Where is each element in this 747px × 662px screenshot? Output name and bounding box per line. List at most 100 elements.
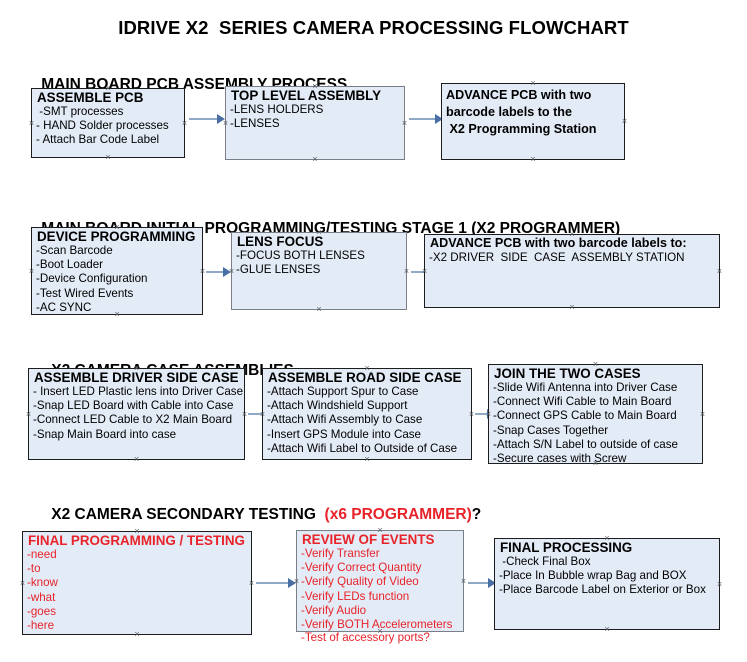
resize-handle-left[interactable] [293,578,300,585]
connector-shaft [468,582,489,584]
box-line: -what [27,590,56,604]
box-title: DEVICE PROGRAMMING [37,229,196,244]
box-line: -Scan Barcode [36,244,113,257]
box-overflow-line: -Test of accessory ports? [301,630,430,644]
resize-handle-bottom[interactable] [530,156,537,163]
box-line: -AC SYNC [36,300,92,314]
resize-handle-right[interactable] [621,118,628,125]
resize-handle-left[interactable] [19,580,26,587]
resize-handle-right[interactable] [199,268,206,275]
resize-handle-right[interactable] [460,578,467,585]
resize-handle-left[interactable] [259,411,266,418]
resize-handle-bottom[interactable] [364,456,371,463]
resize-handle-top[interactable] [364,365,371,372]
box-assemble-driver-side-case[interactable]: ASSEMBLE DRIVER SIDE CASE - Insert LED P… [28,368,245,460]
resize-handle-left[interactable] [25,411,32,418]
box-line: -Device Configuration [36,272,148,286]
box-review-of-events[interactable]: REVIEW OF EVENTS -Verify Transfer -Verif… [293,527,467,644]
resize-handle-bottom[interactable] [114,311,121,318]
box-body: -need -to -know -what -goes -here [23,548,251,633]
box-title: LENS FOCUS [237,234,324,249]
box-line: - Attach Bar Code Label [36,133,160,147]
resize-handle-bottom[interactable] [133,456,140,463]
resize-handle-left[interactable] [28,120,35,127]
resize-handle-bottom[interactable] [312,156,319,163]
box-top-level-assembly[interactable]: TOP LEVEL ASSEMBLY -LENS HOLDERS -LENSES [225,86,405,160]
section-heading-x2-camera-secondary-testing: X2 CAMERA SECONDARY TESTING (x6 PROGRAMM… [34,488,481,542]
resize-handle-right[interactable] [401,120,408,127]
box-line: ADVANCE PCB with two [446,88,592,102]
connector-shaft [256,582,289,584]
box-line: -Verify Correct Quantity [301,561,422,575]
resize-handle-left[interactable] [222,120,229,127]
resize-handle-bottom[interactable] [569,304,576,311]
resize-handle-left[interactable] [485,411,492,418]
resize-handle-bottom[interactable] [604,626,611,633]
resize-handle-bottom[interactable] [316,306,323,313]
box-join-the-two-cases[interactable]: JOIN THE TWO CASES -Slide Wifi Antenna i… [485,361,706,467]
resize-handle-top[interactable] [316,229,323,236]
box-final-programming-testing[interactable]: FINAL PROGRAMMING / TESTING -need -to -k… [22,531,252,635]
resize-handle-left[interactable] [28,268,35,275]
resize-handle-top[interactable] [105,85,112,92]
box-line: -Verify Quality of Video [301,575,419,589]
box-line: -FOCUS BOTH LENSES [236,249,365,262]
resize-handle-bottom[interactable] [377,628,384,635]
resize-handle-bottom[interactable] [592,460,599,467]
box-body: - Insert LED Plastic lens into Driver Ca… [29,385,244,442]
resize-handle-top[interactable] [604,535,611,542]
box-body: -FOCUS BOTH LENSES -GLUE LENSES [232,249,406,277]
box-title: ASSEMBLE DRIVER SIDE CASE [34,370,239,385]
resize-handle-top[interactable] [114,224,121,231]
resize-handle-right[interactable] [403,268,410,275]
page-title: IDRIVE X2 SERIES CAMERA PROCESSING FLOWC… [118,17,629,38]
box-line: -to [27,562,41,576]
box-title: TOP LEVEL ASSEMBLY [231,88,382,103]
resize-handle-right[interactable] [248,580,255,587]
box-final-processing[interactable]: FINAL PROCESSING -Check Final Box -Place… [494,538,720,630]
box-line: -goes [27,604,57,618]
box-line: X2 Programming Station [446,122,597,136]
box-advance-pcb-to-driver-side-case-station[interactable]: ADVANCE PCB with two barcode labels to: … [424,234,720,308]
resize-handle-left[interactable] [228,268,235,275]
section-heading-text: X2 CAMERA SECONDARY TESTING [51,506,325,523]
resize-handle-top[interactable] [134,528,141,535]
box-body: -Scan Barcode -Boot Loader -Device Confi… [32,244,202,315]
box-title: ADVANCE PCB with two barcode labels to: [430,236,687,250]
resize-handle-right[interactable] [699,411,706,418]
box-title: FINAL PROGRAMMING / TESTING [28,533,245,548]
box-body: -Verify Transfer -Verify Correct Quantit… [297,547,463,632]
resize-handle-top[interactable] [312,83,319,90]
connector-review-of-events-to-final-processing [468,578,496,588]
box-assemble-pcb[interactable]: ASSEMBLE PCB -SMT processes - HAND Solde… [31,88,185,158]
box-body: -Slide Wifi Antenna into Driver Case -Co… [489,381,702,466]
resize-handle-top[interactable] [592,361,599,368]
box-line: -Slide Wifi Antenna into Driver Case [493,381,678,394]
box-lens-focus[interactable]: LENS FOCUS -FOCUS BOTH LENSES -GLUE LENS… [231,232,407,310]
box-body: -LENS HOLDERS -LENSES [226,103,404,131]
resize-handle-top[interactable] [133,365,140,372]
resize-handle-right[interactable] [468,411,475,418]
box-advance-pcb-to-x2-programming-station[interactable]: ADVANCE PCB with two barcode labels to t… [441,83,625,160]
box-line: -Attach Windshield Support [267,399,408,413]
box-title: ASSEMBLE PCB [37,90,144,105]
box-line: barcode labels to the [446,105,572,119]
resize-handle-right[interactable] [241,411,248,418]
resize-handle-left[interactable] [421,268,428,275]
box-line: -SMT processes [36,105,124,118]
resize-handle-top[interactable] [530,80,537,87]
resize-handle-top[interactable] [569,231,576,238]
box-line: -Place Barcode Label on Exterior or Box [499,583,706,597]
resize-handle-bottom[interactable] [105,154,112,161]
connector-shaft [409,118,436,120]
resize-handle-right[interactable] [716,581,723,588]
box-body: ADVANCE PCB with two barcode labels to t… [442,84,624,138]
resize-handle-right[interactable] [181,120,188,127]
resize-handle-bottom[interactable] [134,631,141,638]
box-body: -X2 DRIVER SIDE CASE ASSEMBLY STATION [425,251,719,265]
box-assemble-road-side-case[interactable]: ASSEMBLE ROAD SIDE CASE -Attach Support … [262,368,472,460]
box-device-programming[interactable]: DEVICE PROGRAMMING -Scan Barcode -Boot L… [31,227,203,315]
resize-handle-top[interactable] [377,527,384,534]
resize-handle-right[interactable] [716,268,723,275]
